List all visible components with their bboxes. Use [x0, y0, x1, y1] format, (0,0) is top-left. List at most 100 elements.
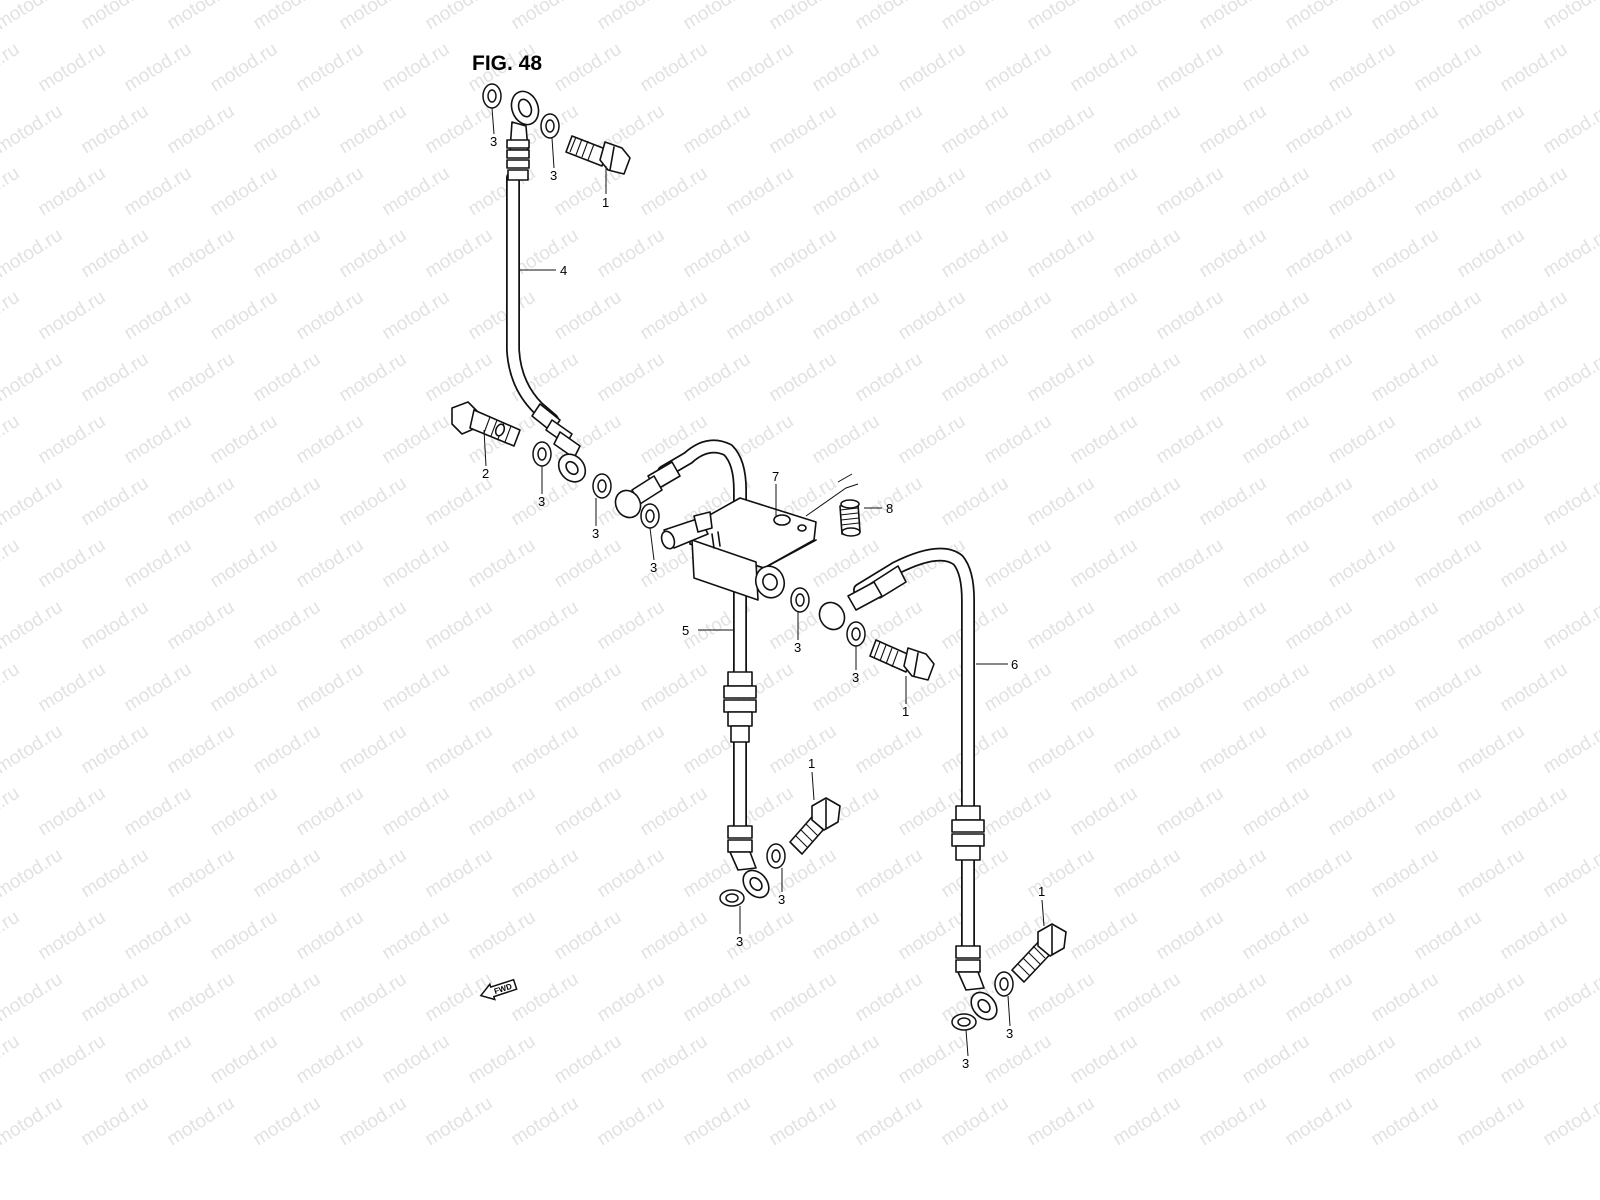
watermark-text: motod.ru	[1024, 101, 1099, 159]
callout-washer-mid-d: 3	[794, 640, 801, 655]
watermark-text: motod.ru	[594, 225, 669, 283]
watermark-text: motod.ru	[0, 287, 23, 345]
watermark-text: motod.ru	[207, 39, 282, 97]
watermark-text: motod.ru	[938, 225, 1013, 283]
watermark-text: motod.ru	[1540, 969, 1600, 1027]
watermark-text: motod.ru	[1454, 1093, 1529, 1151]
watermark-text: motod.ru	[1497, 39, 1572, 97]
watermark-text: motod.ru	[680, 225, 755, 283]
leader-lines	[483, 107, 1045, 1057]
watermark-text: motod.ru	[1067, 535, 1142, 593]
watermark-text: motod.ru	[78, 0, 153, 34]
watermark-text: motod.ru	[0, 411, 23, 469]
callout-hose-5: 5	[682, 623, 689, 638]
watermark-text: motod.ru	[723, 39, 798, 97]
watermark-text: motod.ru	[35, 287, 110, 345]
watermark-text: motod.ru	[551, 783, 626, 841]
watermark-text: motod.ru	[164, 845, 239, 903]
watermark-text: motod.ru	[1239, 287, 1314, 345]
fwd-arrow-icon	[479, 978, 518, 1001]
watermark-text: motod.ru	[809, 287, 884, 345]
watermark-text: motod.ru	[594, 597, 669, 655]
watermark-text: motod.ru	[207, 411, 282, 469]
fwd-direction-badge: FWD	[479, 978, 518, 1001]
watermark-text: motod.ru	[852, 101, 927, 159]
watermark-text: motod.ru	[250, 597, 325, 655]
watermark-text: motod.ru	[0, 39, 23, 97]
watermark-text: motod.ru	[723, 1031, 798, 1089]
callout-bolt-mid: 1	[902, 704, 909, 719]
watermark-text: motod.ru	[250, 473, 325, 531]
watermark-text: motod.ru	[938, 101, 1013, 159]
watermark-text: motod.ru	[1153, 535, 1228, 593]
watermark-text: motod.ru	[293, 39, 368, 97]
watermark-text: motod.ru	[0, 783, 23, 841]
watermark-text: motod.ru	[1110, 225, 1185, 283]
watermark-text: motod.ru	[422, 225, 497, 283]
watermark-text: motod.ru	[1454, 473, 1529, 531]
watermark-text: motod.ru	[1024, 0, 1099, 34]
watermark-text: motod.ru	[0, 969, 66, 1027]
watermark-text: motod.ru	[981, 411, 1056, 469]
watermark-text: motod.ru	[336, 845, 411, 903]
watermark-text: motod.ru	[379, 783, 454, 841]
watermark-text: motod.ru	[1196, 845, 1271, 903]
watermark-text: motod.ru	[1454, 721, 1529, 779]
watermark-text: motod.ru	[508, 597, 583, 655]
watermark-text: motod.ru	[809, 907, 884, 965]
watermark-text: motod.ru	[121, 783, 196, 841]
watermark-text: motod.ru	[207, 287, 282, 345]
watermark-text: motod.ru	[938, 0, 1013, 34]
watermark-text: motod.ru	[379, 535, 454, 593]
watermark-text: motod.ru	[1368, 473, 1443, 531]
watermark-text: motod.ru	[809, 1031, 884, 1089]
watermark-text: motod.ru	[1497, 535, 1572, 593]
watermark-text: motod.ru	[0, 163, 23, 221]
watermark-text: motod.ru	[0, 597, 66, 655]
watermark-text: motod.ru	[938, 1093, 1013, 1151]
watermark-text: motod.ru	[1282, 969, 1357, 1027]
watermark-text: motod.ru	[0, 1093, 66, 1151]
watermark-text: motod.ru	[1110, 969, 1185, 1027]
watermark-text: motod.ru	[1110, 101, 1185, 159]
watermark-text: motod.ru	[35, 783, 110, 841]
watermark-text: motod.ru	[1325, 659, 1400, 717]
watermark-text: motod.ru	[766, 349, 841, 407]
watermark-text: motod.ru	[207, 1031, 282, 1089]
banjo-bolt-top	[565, 135, 631, 175]
figure-title: FIG. 48	[472, 52, 542, 75]
watermark-text: motod.ru	[1196, 101, 1271, 159]
watermark-text: motod.ru	[207, 907, 282, 965]
watermark-text: motod.ru	[1411, 1031, 1486, 1089]
watermark-text: motod.ru	[465, 659, 540, 717]
watermark-text: motod.ru	[250, 845, 325, 903]
watermark-text: motod.ru	[1497, 783, 1572, 841]
watermark-text: motod.ru	[0, 845, 66, 903]
callout-labels: 3 3 1 4 2 3 3 3 7 8 5 3 3 1 6 1 3 3 1 3 …	[482, 134, 1045, 1071]
watermark-text: motod.ru	[1024, 845, 1099, 903]
watermark-text: motod.ru	[1110, 845, 1185, 903]
watermark-text: motod.ru	[1196, 597, 1271, 655]
watermark-text: motod.ru	[293, 287, 368, 345]
callout-washer-top-right: 3	[550, 168, 557, 183]
watermark-text: motod.ru	[1368, 101, 1443, 159]
watermark-text: motod.ru	[1153, 163, 1228, 221]
watermark-text: motod.ru	[0, 721, 66, 779]
watermark-text: motod.ru	[164, 101, 239, 159]
watermark-text: motod.ru	[121, 411, 196, 469]
watermark-text: motod.ru	[422, 473, 497, 531]
watermark-text: motod.ru	[121, 287, 196, 345]
watermark-text: motod.ru	[551, 1031, 626, 1089]
watermark-text: motod.ru	[508, 0, 583, 34]
watermark-text: motod.ru	[895, 287, 970, 345]
watermark-text: motod.ru	[723, 163, 798, 221]
watermark-text: motod.ru	[1325, 1031, 1400, 1089]
watermark-text: motod.ru	[336, 1093, 411, 1151]
watermark-text: motod.ru	[508, 1093, 583, 1151]
watermark-text: motod.ru	[895, 411, 970, 469]
watermark-text: motod.ru	[121, 535, 196, 593]
watermark-text: motod.ru	[1196, 225, 1271, 283]
watermark-text: motod.ru	[293, 163, 368, 221]
callout-washer-right-a: 3	[1006, 1026, 1013, 1041]
